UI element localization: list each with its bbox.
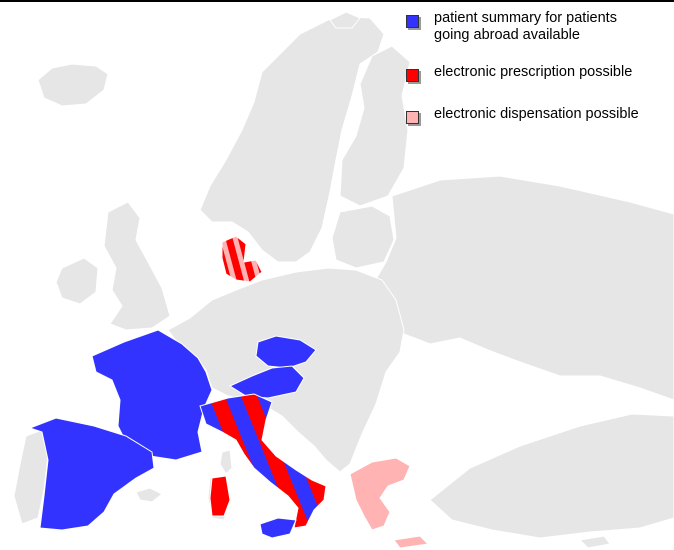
scandinavia-shape — [199, 15, 385, 263]
legend-label-line: patient summary for patients — [434, 10, 617, 26]
legend-label: patient summary for patients going abroa… — [434, 10, 617, 44]
ireland-shape — [55, 257, 99, 305]
legend-item-e-prescription: electronic prescription possible — [406, 64, 632, 82]
sardinia-shape — [209, 475, 231, 517]
corsica-shape — [219, 449, 233, 475]
legend-swatch-red — [406, 69, 419, 82]
legend-swatch-pink — [406, 111, 419, 124]
legend-label-line: going abroad available — [434, 27, 580, 43]
legend-label: electronic prescription possible — [434, 64, 632, 81]
cyprus-shape — [578, 535, 611, 549]
france-shape — [91, 329, 213, 461]
baltics-shape — [331, 205, 395, 269]
east-europe-shape — [371, 175, 674, 401]
legend-label-line: electronic prescription possible — [434, 64, 633, 80]
finland-shape — [339, 45, 411, 207]
czech-republic-shape — [255, 335, 317, 369]
britain-shape — [103, 201, 171, 331]
balearic-shape — [135, 487, 163, 503]
spain-shape — [28, 417, 155, 531]
legend-item-patient-summary: patient summary for patients going abroa… — [406, 10, 617, 44]
greece-shape — [349, 457, 430, 549]
denmark-shape — [221, 235, 263, 283]
legend-swatch-blue — [406, 15, 419, 28]
legend-label: electronic dispensation possible — [434, 106, 639, 123]
iceland-shape — [37, 63, 109, 107]
italy-shape — [199, 393, 327, 529]
top-rule — [0, 0, 674, 2]
svalbard-shape — [329, 11, 361, 29]
legend-item-e-dispensation: electronic dispensation possible — [406, 106, 639, 124]
legend-label-line: electronic dispensation possible — [434, 106, 639, 122]
sicily-shape — [259, 517, 297, 539]
turkey-shape — [429, 413, 674, 539]
